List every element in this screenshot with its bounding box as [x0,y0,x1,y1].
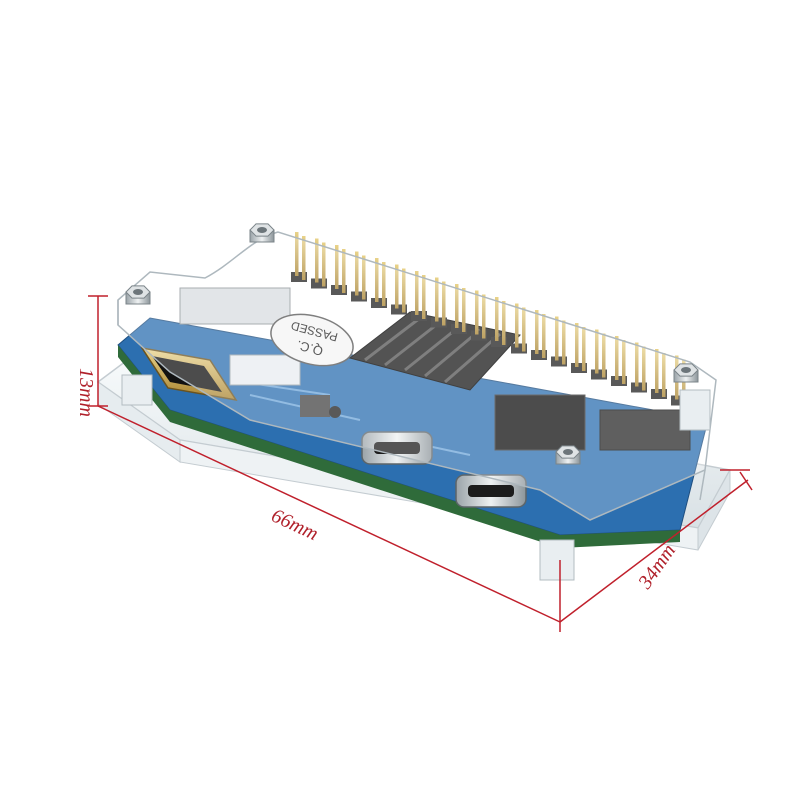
header-pin [522,307,526,352]
header-pin [302,236,306,280]
header-pin-base [331,285,347,295]
header-pin [315,238,319,283]
header-pin [535,310,539,354]
header-pin [435,277,439,322]
header-pin [355,251,359,296]
dimension-length [97,405,561,632]
header-pin-base [591,369,607,380]
header-pin [655,349,659,393]
header-pin-base [491,337,507,347]
qc-sticker: Q.C. PASSED [270,313,354,367]
header-pin-base [471,330,487,341]
header-pin [375,258,379,302]
header-pin [542,314,546,358]
header-pin [515,303,519,348]
screw [673,363,699,383]
header-pin [502,301,506,345]
header-pin [402,268,406,313]
qc-label: Q.C. [295,338,325,359]
header-pin-base [671,395,687,406]
header-pin [642,346,646,391]
header-pin-base [631,382,647,393]
header-pin [622,340,626,384]
header-pin-base [431,317,447,328]
header-pin-base [571,363,587,373]
header-pin-base [351,291,367,302]
header-pin-base [451,324,467,334]
header-pin [462,288,466,332]
header-pin-base [411,311,427,321]
header-pin [602,333,606,378]
dimension-height-label: 13mm [75,368,97,417]
header-pin [455,284,459,328]
screw [125,285,151,305]
header-pin-base [511,343,527,354]
header-pin-base [531,350,547,360]
header-pin-base [551,356,567,367]
header-pin [495,297,499,341]
header-pin [362,255,366,300]
header-pin [335,245,339,289]
header-pin [615,336,619,380]
hex-screw-icon [125,223,699,465]
header-pin-base [651,389,667,399]
header-pin [342,249,346,293]
header-pin [415,271,419,315]
dimension-width-label: 34mm [634,540,681,593]
screw [555,445,581,465]
header-pin [582,327,586,371]
board-components [179,287,691,451]
header-pin-base [611,376,627,386]
header-pin [662,353,666,397]
micro-usb-port-1 [361,431,433,465]
header-pin-base [371,298,387,308]
dimension-width [559,469,753,623]
header-pin [475,290,479,335]
header-pin [575,323,579,367]
dimension-length-label: 66mm [268,505,322,546]
header-pin [395,264,399,309]
mini-hdmi-port [140,346,238,402]
standoffs [121,374,711,581]
header-pin [635,342,639,387]
header-pin-base [291,272,307,282]
header-pin [562,320,566,365]
header-pin [482,294,486,339]
gpio-header [291,232,687,406]
header-pin-base [311,278,327,289]
header-pin-base [391,304,407,315]
header-pin [295,232,299,276]
header-pin [322,242,326,287]
screw [249,223,275,243]
header-pin [442,281,446,326]
header-pin [555,316,559,361]
header-pin [382,262,386,306]
header-pin [595,329,599,374]
header-pin [422,275,426,319]
